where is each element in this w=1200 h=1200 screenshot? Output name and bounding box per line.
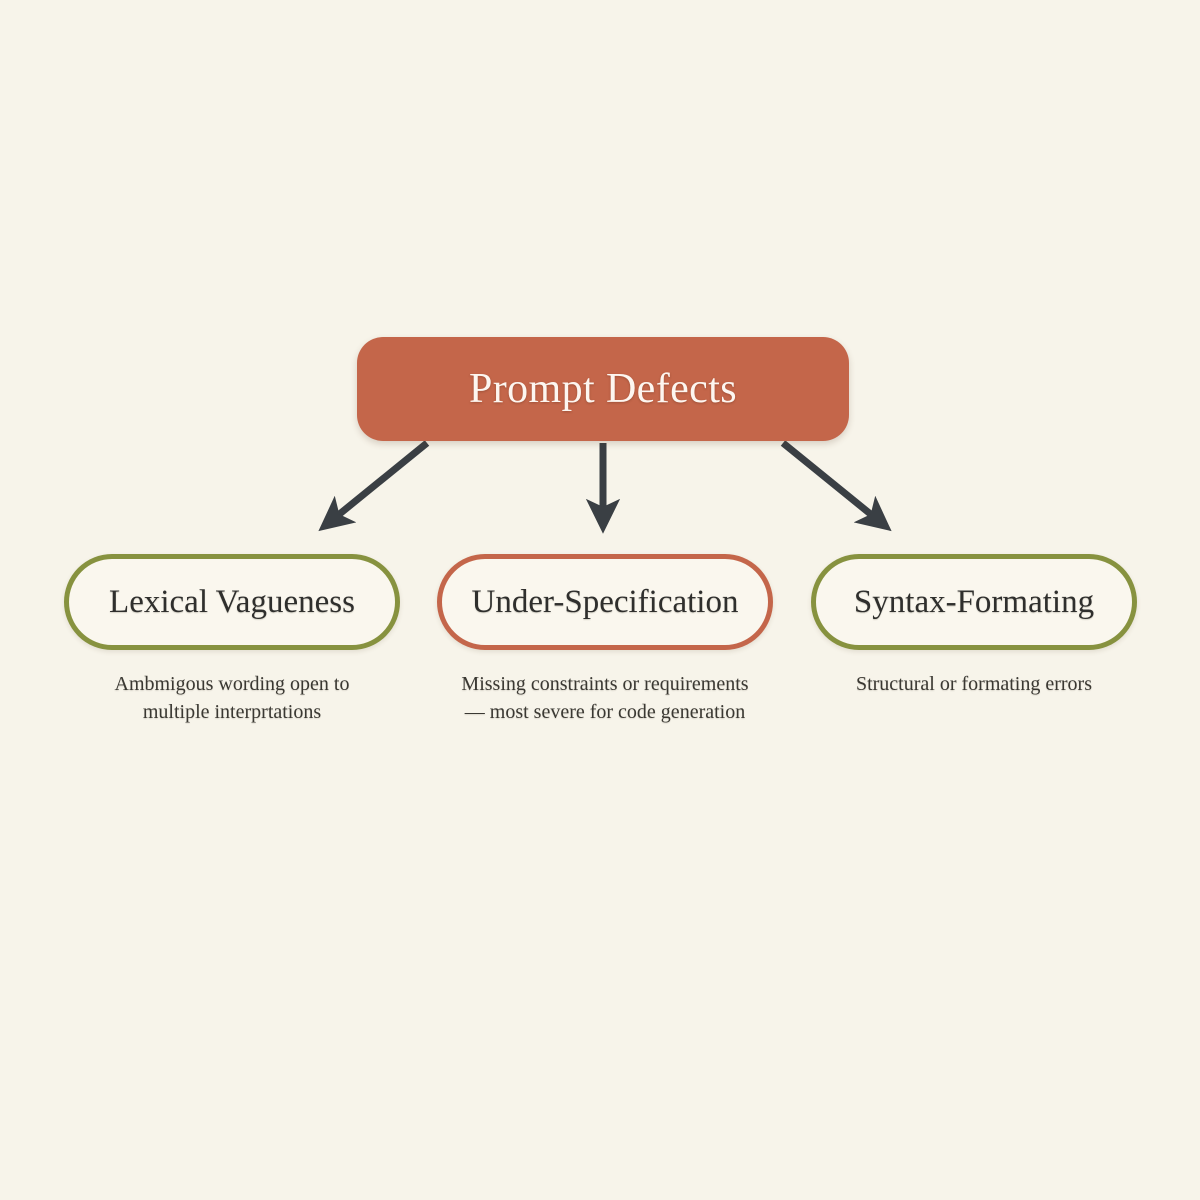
node-syntax-formating[interactable]: Syntax-Formating [811, 554, 1137, 650]
edge-root-to-syntax [780, 440, 892, 532]
caption-line: — most severe for code generation [464, 701, 746, 723]
edge-root-to-lexical [318, 440, 430, 532]
caption-lexical-vagueness: Ambmigous wording open to multiple inter… [64, 670, 400, 726]
caption-under-specification: Missing constraints or requirements — mo… [429, 670, 781, 726]
node-syntax-formating-label: Syntax-Formating [853, 583, 1095, 620]
caption-line: Structural or formating errors [855, 673, 1093, 695]
node-lexical-vagueness-label: Lexical Vagueness [109, 583, 355, 620]
node-under-specification-label: Under-Specification [471, 583, 739, 620]
node-under-specification[interactable]: Under-Specification [437, 554, 773, 650]
root-node-prompt-defects[interactable]: Prompt Defects [357, 337, 849, 441]
caption-line: Ambmigous wording open to [114, 673, 350, 695]
node-lexical-vagueness[interactable]: Lexical Vagueness [64, 554, 400, 650]
caption-line: multiple interprtations [142, 701, 322, 723]
caption-line: Missing constraints or requirements [461, 673, 749, 695]
root-node-label: Prompt Defects [468, 366, 738, 412]
caption-syntax-formating: Structural or formating errors [806, 670, 1142, 698]
